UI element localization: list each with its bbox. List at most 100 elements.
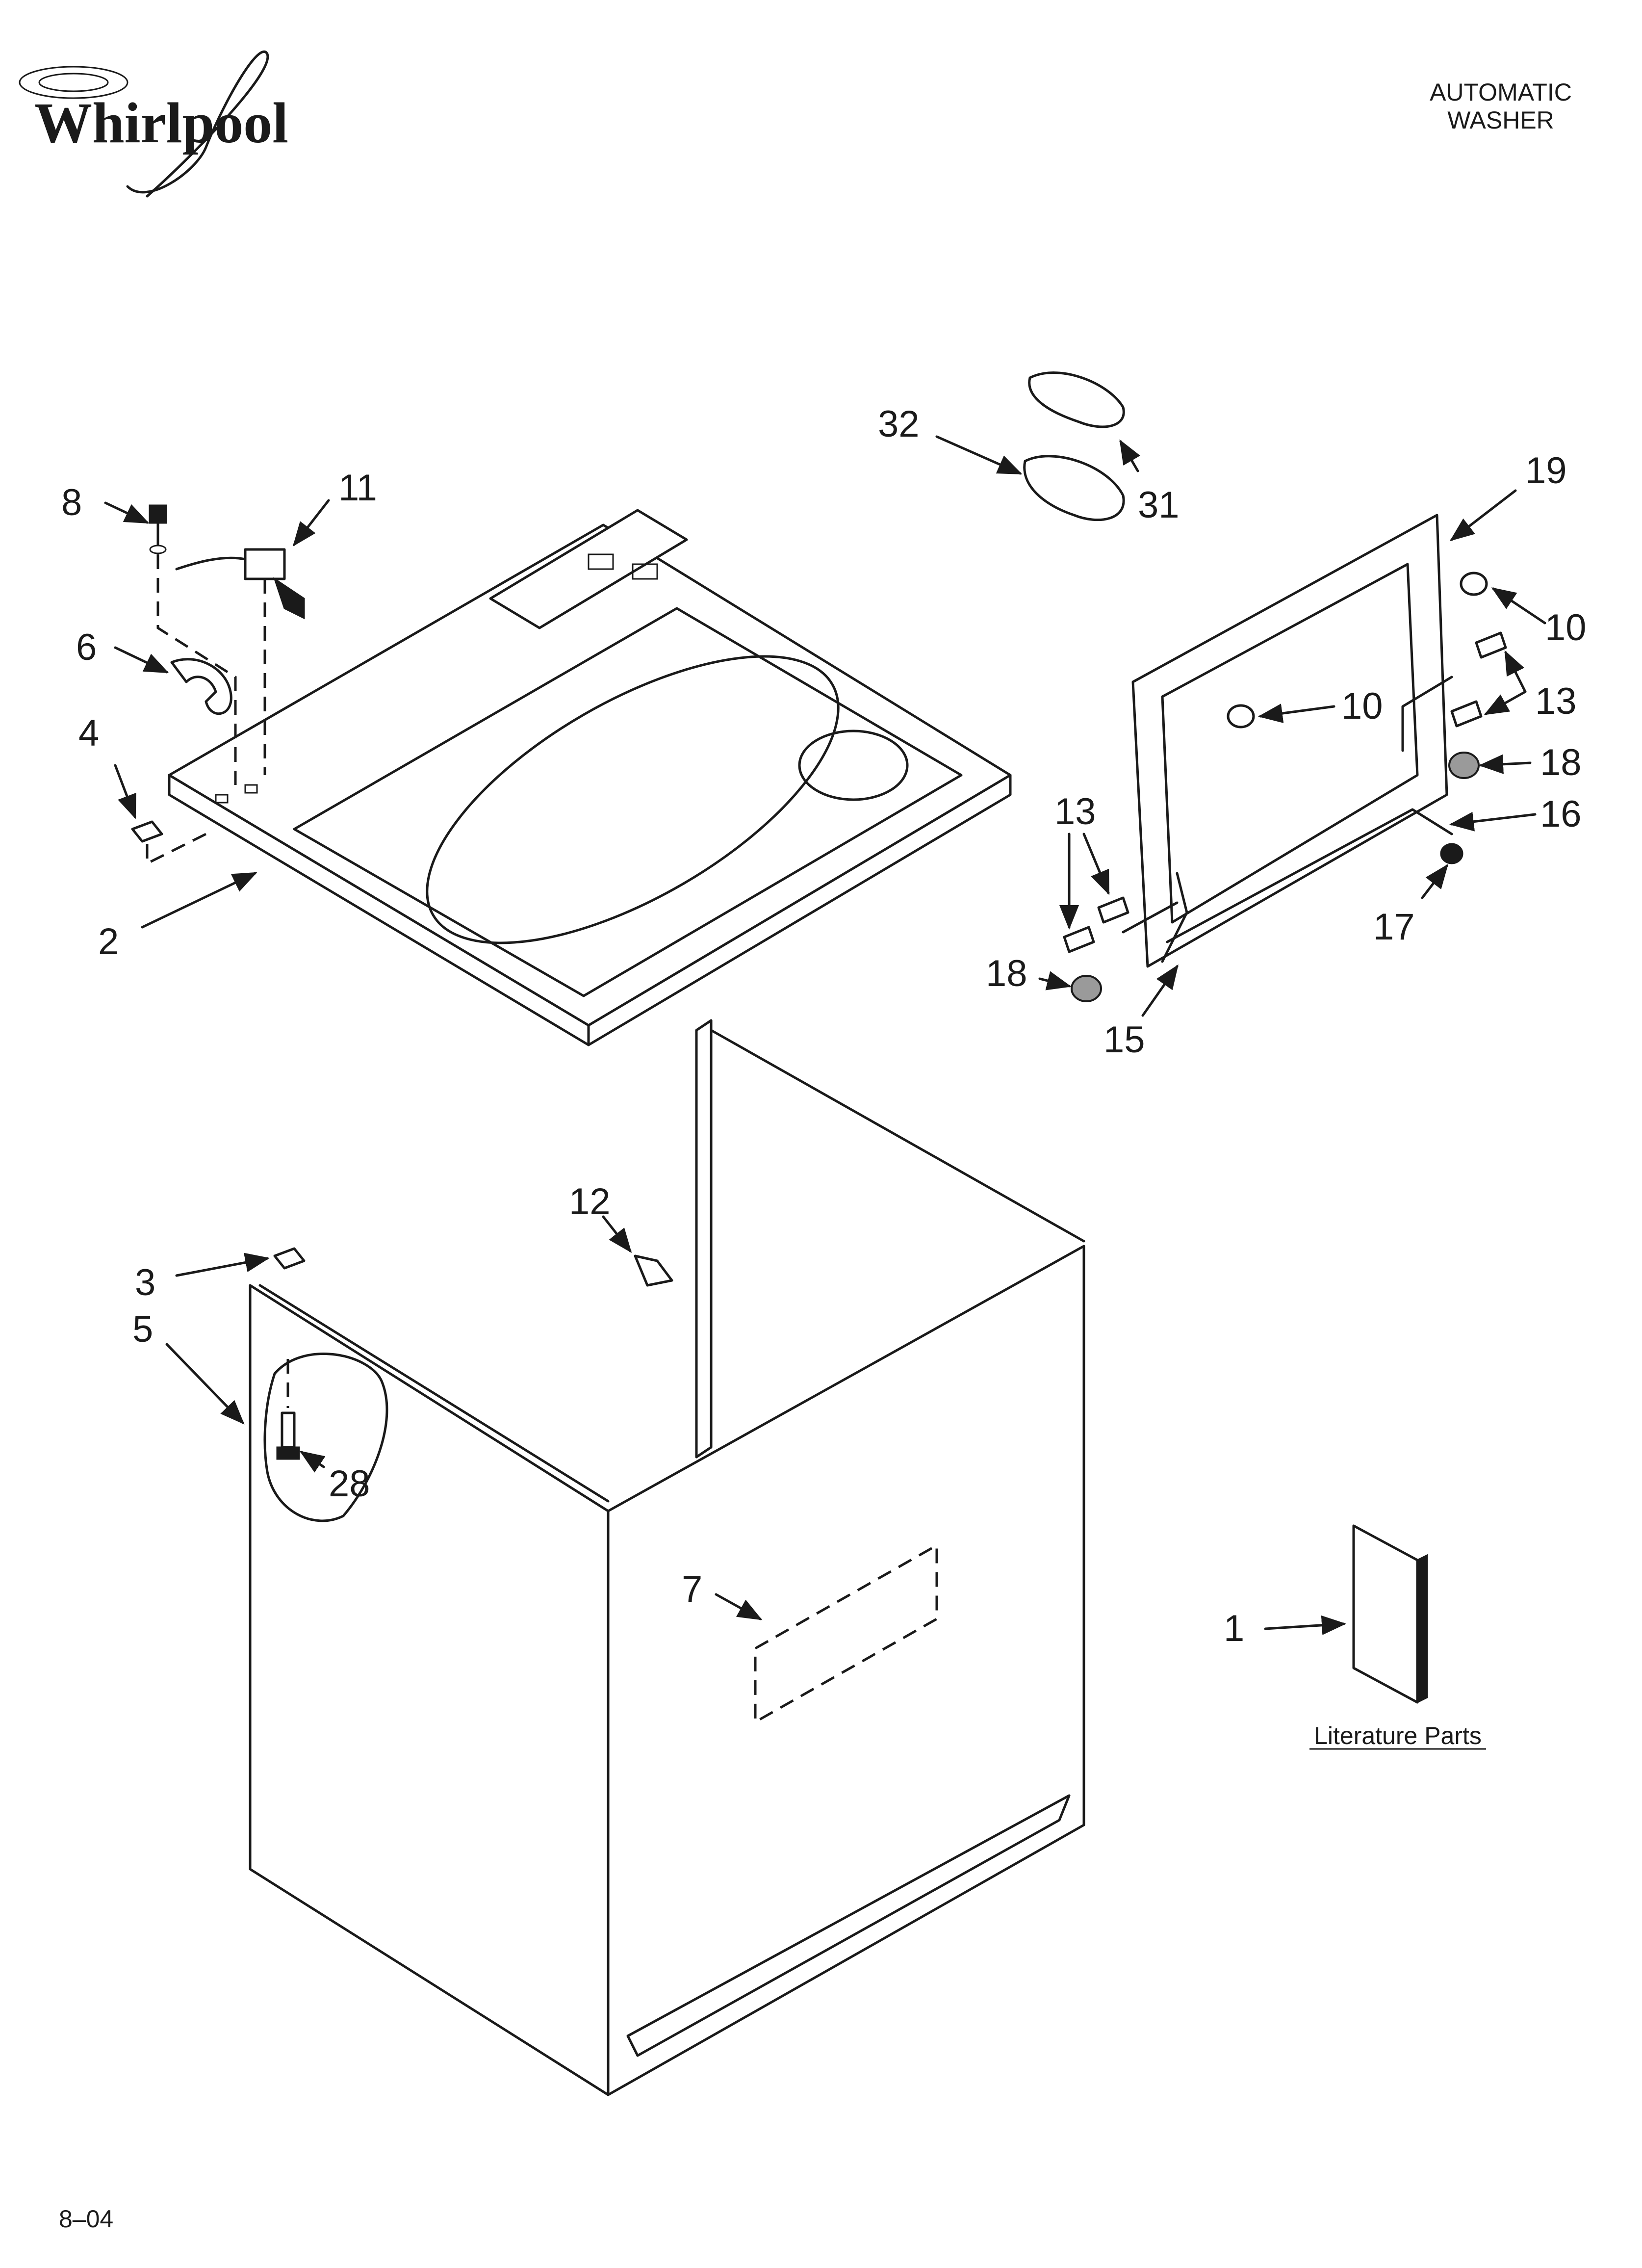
screw-28-body	[281, 1411, 296, 1449]
bumper-10-right	[1460, 572, 1488, 596]
leader-28	[299, 1451, 326, 1473]
logo-swirl	[19, 66, 128, 99]
top-right-edge	[587, 774, 1012, 1046]
callout-6: 6	[76, 626, 97, 668]
leader-13b	[1484, 690, 1527, 715]
screw-13-left-b	[1063, 926, 1095, 953]
callout-15: 15	[1103, 1019, 1145, 1061]
lid-switch	[175, 548, 305, 620]
access-patch	[263, 1353, 388, 1522]
clip-3-shape	[273, 1247, 306, 1270]
switch-wire	[175, 556, 247, 571]
screw-28-head	[276, 1446, 300, 1460]
screw-13-left-a	[1097, 896, 1129, 924]
leader-32	[935, 435, 1023, 475]
leader-12	[602, 1215, 632, 1253]
cap-17	[1440, 843, 1463, 864]
callout-1: 1	[1224, 1608, 1244, 1649]
guide-4-to-top	[146, 833, 207, 866]
mount-hole-1	[215, 794, 229, 804]
lid-bumpers	[1063, 572, 1507, 1002]
leader-4	[114, 764, 136, 819]
callout-16: 16	[1540, 793, 1582, 835]
lid-frame	[1131, 514, 1448, 968]
screw-13-right-b	[1450, 700, 1483, 728]
lid-assembly	[1131, 514, 1453, 968]
screw-12-body	[634, 1254, 673, 1287]
install-guides	[146, 554, 1453, 1408]
clip-4	[131, 820, 163, 843]
leader-13a	[1504, 650, 1527, 693]
leader-8	[104, 501, 150, 524]
callout-13b: 13	[1054, 791, 1096, 833]
callout-2: 2	[98, 921, 119, 963]
book-spine	[1416, 1554, 1428, 1704]
leader-2	[141, 872, 257, 929]
leader-3	[175, 1252, 270, 1277]
callout-3: 3	[135, 1262, 155, 1303]
literature-book	[1352, 1524, 1428, 1704]
callout-18a: 18	[1540, 742, 1582, 783]
clip-4-shape	[131, 820, 163, 843]
guide-8-to-top	[156, 554, 237, 785]
logo-swirl-inner	[38, 73, 109, 92]
clip-3	[273, 1247, 306, 1270]
callout-13a: 13	[1535, 680, 1577, 722]
screw-8-head	[149, 504, 167, 524]
lid-panel	[1161, 563, 1419, 924]
callout-8: 8	[61, 482, 82, 523]
callout-18b: 18	[986, 953, 1027, 994]
switch-actuator	[273, 577, 305, 620]
washer-top	[168, 509, 1012, 1046]
callout-31: 31	[1138, 484, 1180, 526]
leader-1	[1264, 1615, 1346, 1635]
cabinet	[249, 1019, 1085, 2096]
callout-32: 32	[878, 403, 920, 445]
leader-11	[292, 499, 330, 547]
whirlpool-logo: Whirlpool	[19, 50, 288, 198]
hinge-rod-left	[1161, 872, 1188, 963]
hinge-rod	[1166, 808, 1453, 943]
leader-18a	[1479, 754, 1532, 774]
leader-17	[1421, 864, 1449, 899]
callout-7: 7	[682, 1568, 702, 1610]
brand-name: Whirlpool	[34, 91, 288, 155]
leader-16	[1449, 811, 1537, 832]
leader-31	[1119, 439, 1140, 472]
callout-10b: 10	[1341, 685, 1383, 727]
cabinet-back-post	[695, 1019, 713, 1459]
bumper-10-left	[1227, 704, 1255, 729]
product-title: AUTOMATIC WASHER	[1430, 78, 1572, 134]
cabinet-top-rail-back	[710, 1029, 1085, 1243]
literature-parts-label: Literature Parts	[1314, 1722, 1482, 1749]
knob-32	[1023, 455, 1125, 521]
leader-19	[1450, 489, 1517, 542]
cabinet-kick-panel	[626, 1794, 1071, 2057]
callout-numbers: 1 2 3 4 5 6 7 8 10 10 11 12 13 13 15 16 …	[61, 403, 1587, 1649]
callout-4: 4	[78, 712, 99, 754]
control-slot-1	[588, 553, 614, 570]
callout-17: 17	[1373, 906, 1415, 948]
leader-5	[165, 1343, 245, 1425]
leader-lines	[104, 435, 1546, 1635]
switch-body	[244, 548, 286, 580]
control-slot-2	[632, 563, 658, 580]
mount-hole-2	[244, 784, 258, 794]
screw-28	[276, 1411, 300, 1460]
tub-opening	[293, 607, 963, 997]
bushing-18-right	[1448, 752, 1480, 779]
footer-code: 8–04	[59, 2205, 113, 2233]
leader-10b	[1258, 704, 1335, 723]
leader-10a	[1491, 587, 1546, 625]
cabinet-top-rail-left	[258, 1284, 610, 1503]
leader-15	[1141, 964, 1179, 1017]
washer-8	[149, 545, 167, 554]
leader-18b	[1038, 971, 1072, 991]
dispenser-cup	[798, 730, 909, 801]
clip-6-shape	[170, 658, 232, 715]
callout-19: 19	[1525, 450, 1567, 492]
screw-8	[149, 504, 167, 554]
callout-5: 5	[132, 1308, 153, 1350]
bushing-18-left	[1071, 975, 1102, 1002]
guide-13-left	[1122, 901, 1179, 934]
